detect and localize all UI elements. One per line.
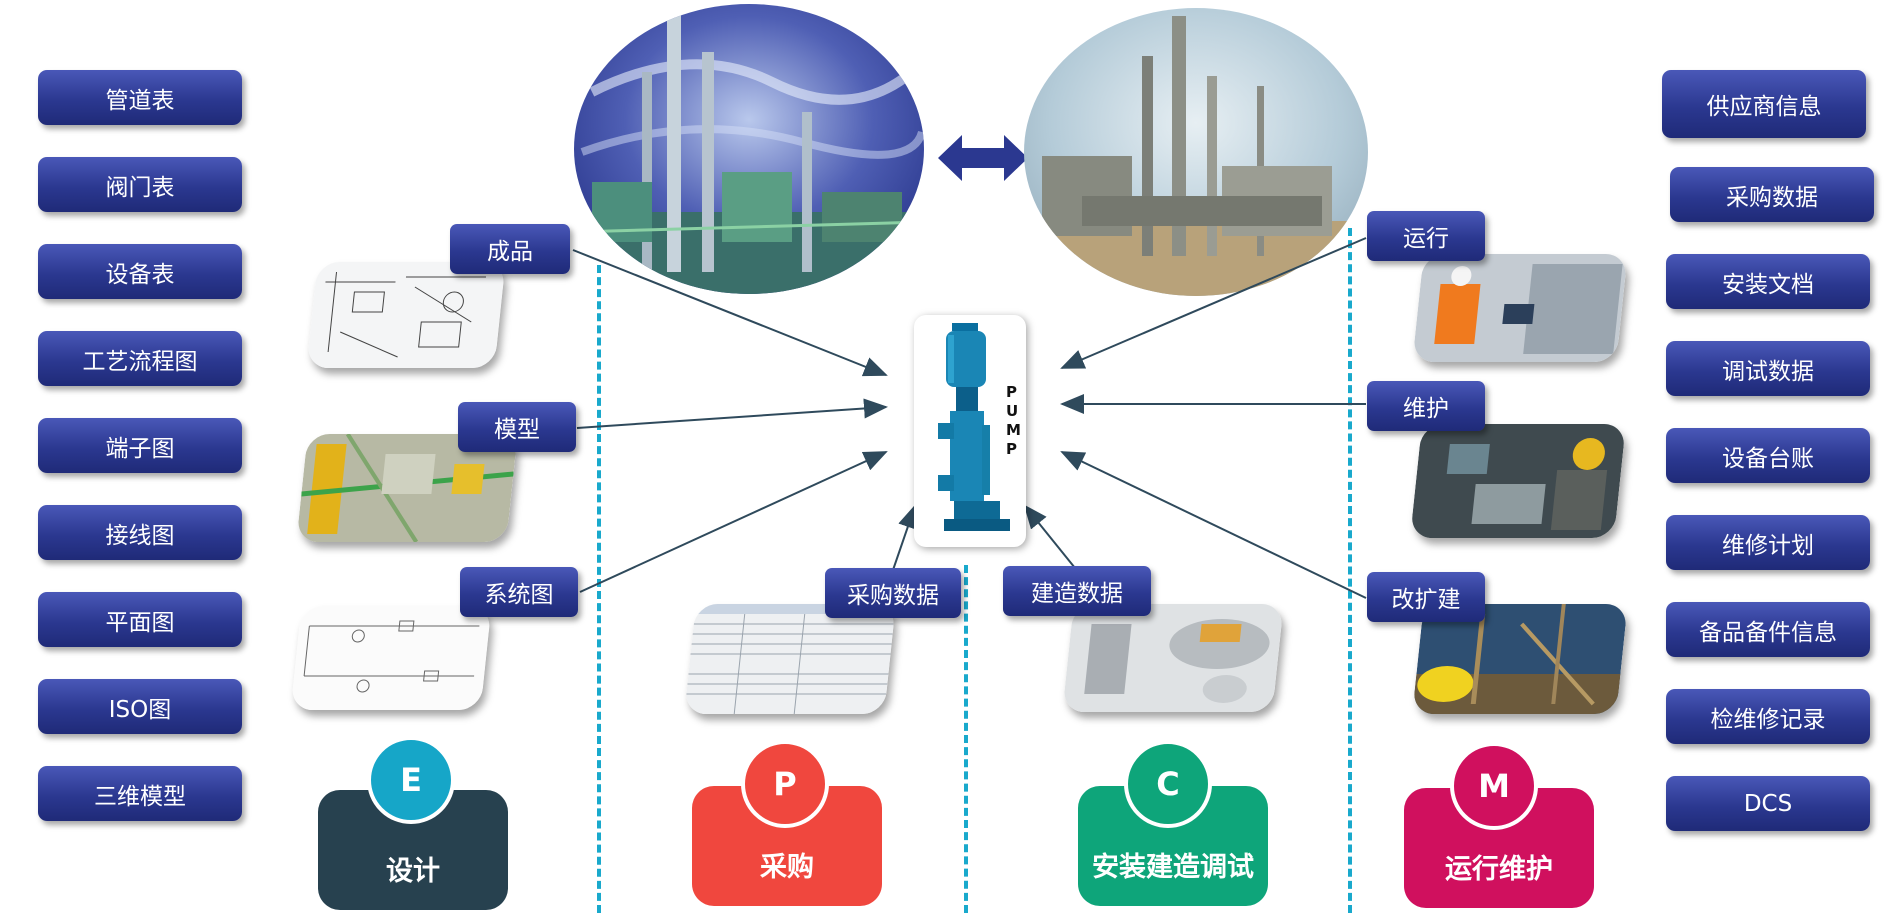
arrow-procurement-to-pump — [892, 504, 918, 571]
arrow-model-to-pump — [576, 398, 888, 429]
digital-plant-image — [574, 4, 924, 294]
left-item-3d-model[interactable]: 三维模型 — [38, 766, 242, 821]
left-item-terminal-diagram[interactable]: 端子图 — [38, 418, 242, 473]
system-diagram-thumbnail — [290, 606, 492, 710]
tag-finished[interactable]: 成品 — [450, 224, 570, 274]
right-item-spare-parts[interactable]: 备品备件信息 — [1666, 602, 1870, 657]
arrow-operation-to-pump — [1060, 237, 1367, 369]
physical-plant-image — [1024, 8, 1368, 296]
left-item-equipment-table[interactable]: 设备表 — [38, 244, 242, 299]
left-item-process-flow[interactable]: 工艺流程图 — [38, 331, 242, 386]
left-item-iso-drawing[interactable]: ISO图 — [38, 679, 242, 734]
right-item-dcs[interactable]: DCS — [1666, 776, 1870, 831]
tag-model[interactable]: 模型 — [458, 402, 576, 452]
tag-procurement-data[interactable]: 采购数据 — [825, 568, 961, 618]
right-item-install-docs[interactable]: 安装文档 — [1666, 254, 1870, 309]
pump-label: PUMP — [1006, 383, 1021, 458]
tag-maintenance[interactable]: 维护 — [1367, 381, 1485, 431]
3d-model-thumbnail — [296, 434, 518, 542]
drawing-thumbnail — [306, 262, 506, 368]
divider-design-procurement — [597, 265, 601, 913]
tag-expansion[interactable]: 改扩建 — [1367, 572, 1485, 622]
right-item-procurement-data[interactable]: 采购数据 — [1670, 167, 1874, 222]
divider-construction-operation — [1348, 228, 1352, 913]
expansion-photo-thumbnail — [1412, 604, 1628, 714]
pump-icon — [938, 323, 1010, 531]
left-item-plan-drawing[interactable]: 平面图 — [38, 592, 242, 647]
phase-construction-badge: C — [1124, 740, 1212, 828]
pump-card: PUMP — [914, 315, 1026, 547]
tag-operation[interactable]: 运行 — [1367, 211, 1485, 261]
left-item-valve-table[interactable]: 阀门表 — [38, 157, 242, 212]
operation-photo-thumbnail — [1412, 254, 1628, 362]
procurement-table-thumbnail — [684, 604, 896, 714]
right-item-commissioning-data[interactable]: 调试数据 — [1666, 341, 1870, 396]
phase-procurement-badge: P — [741, 740, 829, 828]
right-item-supplier-info[interactable]: 供应商信息 — [1662, 70, 1866, 138]
arrow-construction-to-pump — [1023, 504, 1076, 569]
arrow-system-to-pump — [579, 451, 888, 593]
right-item-equipment-ledger[interactable]: 设备台账 — [1666, 428, 1870, 483]
maintenance-photo-thumbnail — [1410, 424, 1626, 538]
divider-procurement-construction — [964, 565, 968, 913]
double-arrow-icon — [938, 135, 1028, 181]
phase-operation-badge: M — [1450, 742, 1538, 830]
arrow-finished-to-pump — [572, 249, 888, 377]
phase-design-badge: E — [367, 736, 455, 824]
construction-model-thumbnail — [1062, 604, 1284, 712]
right-item-maintenance-plan[interactable]: 维修计划 — [1666, 515, 1870, 570]
arrow-expansion-to-pump — [1060, 451, 1367, 599]
tag-construction-data[interactable]: 建造数据 — [1003, 566, 1151, 616]
left-item-pipe-table[interactable]: 管道表 — [38, 70, 242, 125]
left-item-wiring-diagram[interactable]: 接线图 — [38, 505, 242, 560]
tag-system[interactable]: 系统图 — [460, 567, 578, 617]
right-item-maintenance-records[interactable]: 检维修记录 — [1666, 689, 1870, 744]
